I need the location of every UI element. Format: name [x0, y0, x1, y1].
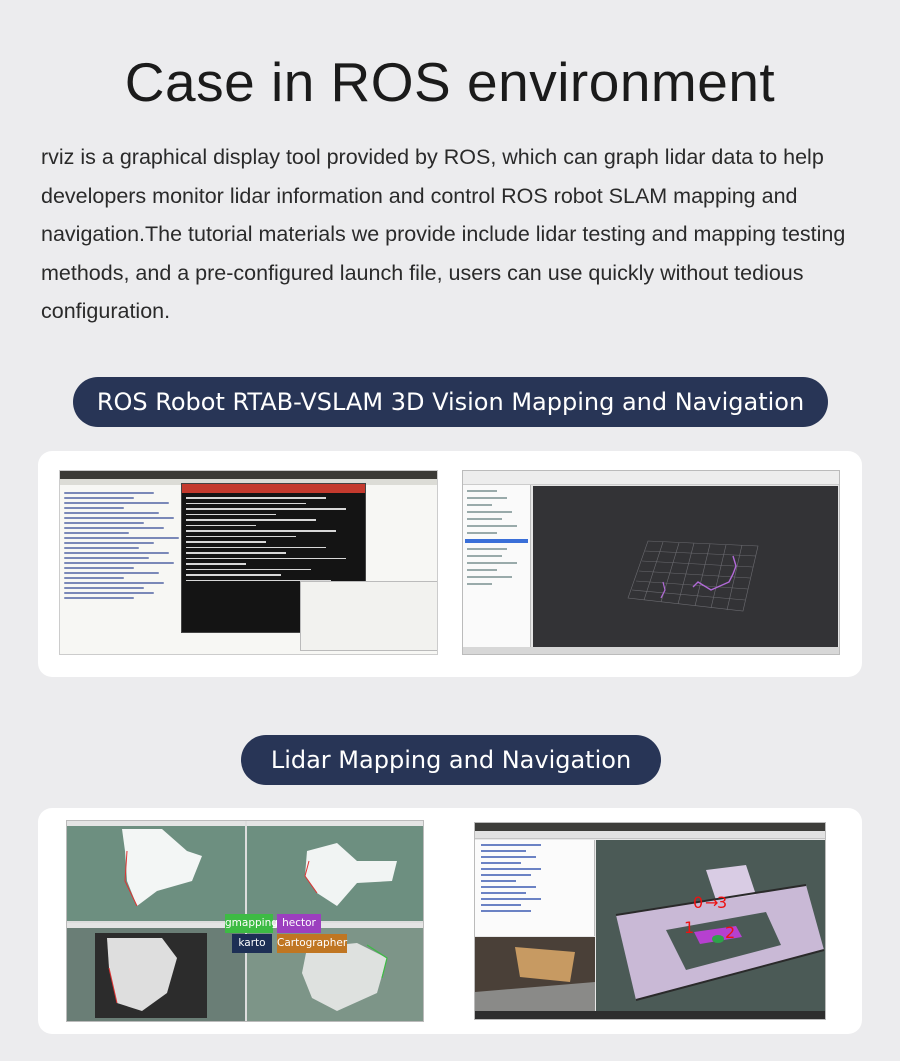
page-title: Case in ROS environment	[124, 51, 776, 113]
rviz-statusbar	[463, 647, 839, 654]
code-editor	[64, 489, 184, 602]
hector-view	[247, 821, 423, 921]
code-terminal-screenshot	[59, 470, 438, 655]
desktop-dock	[475, 1011, 825, 1019]
mapping-algorithms-screenshot: gmapping hector karto Cartographer	[66, 820, 424, 1022]
karto-tag: karto	[232, 934, 272, 953]
desktop-topbar	[475, 823, 825, 831]
page-description: rviz is a graphical display tool provide…	[41, 145, 846, 323]
rviz-navigation-screenshot: 0 → 3 1 2	[474, 822, 826, 1020]
rviz-3d-view	[533, 486, 838, 649]
nav-label-zero: 0	[693, 893, 704, 912]
window-titlebar	[60, 471, 437, 479]
displays-panel	[463, 485, 531, 649]
lidar-grid-view	[627, 540, 759, 612]
gmapping-tag: gmapping	[225, 914, 278, 933]
cartographer-tag: Cartographer	[277, 934, 347, 953]
rtab-vslam-card	[38, 451, 862, 677]
rviz-menubar	[463, 471, 839, 485]
displays-tree	[475, 840, 595, 936]
karto-view	[67, 923, 245, 1021]
navigation-3d-view	[596, 840, 825, 1013]
section-pill-rtab-vslam: ROS Robot RTAB-VSLAM 3D Vision Mapping a…	[73, 377, 828, 427]
nav-label-three: 3	[717, 893, 728, 912]
section-pill-lidar-mapping: Lidar Mapping and Navigation	[241, 735, 661, 785]
rviz-toolbar	[475, 831, 825, 839]
gmapping-view	[67, 821, 245, 921]
nav-label-two: 2	[725, 923, 736, 942]
hector-tag: hector	[277, 914, 321, 933]
nav-label-one: 1	[684, 918, 695, 937]
terminal-window-secondary	[300, 581, 437, 651]
camera-view	[475, 937, 595, 1013]
nav-label-arrow: →	[705, 893, 719, 912]
editor-tabs	[60, 479, 437, 485]
rviz-lidar-screenshot	[462, 470, 840, 655]
lidar-mapping-card: gmapping hector karto Cartographer	[38, 808, 862, 1034]
